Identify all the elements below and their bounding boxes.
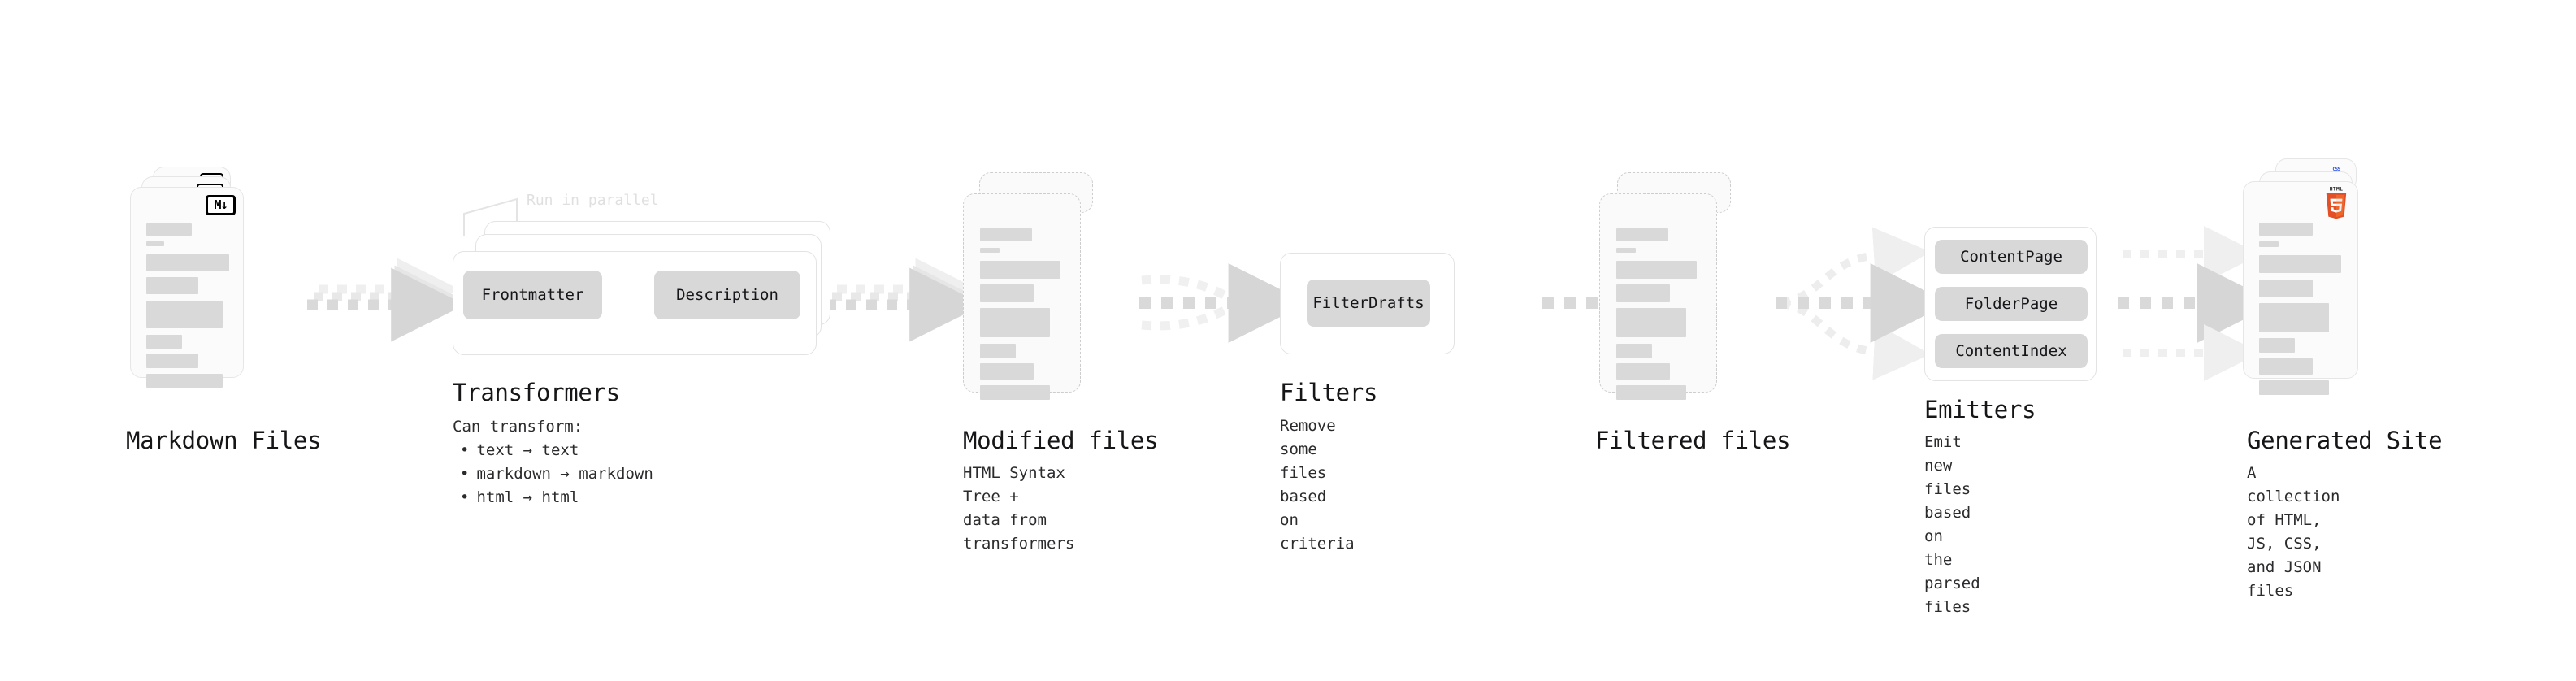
markdown-card-front: M↓ [130,187,244,388]
list-item: markdown → markdown [453,462,653,486]
document-placeholder-lines [131,188,243,388]
transformers-bullet-list: text → text markdown → markdown html → h… [453,439,653,510]
filters-desc: Remove some files based on criteria [1280,417,1355,553]
emitter-pill-contentpage[interactable]: ContentPage [1935,240,2088,274]
modified-card-front [963,193,1081,400]
document-placeholder-lines [964,194,1080,400]
stage-title-modified-files: Modified files [963,427,1159,454]
emitter-pill-folderpage[interactable]: FolderPage [1935,287,2088,321]
list-item: html → html [453,486,653,510]
transformer-pill-frontmatter[interactable]: Frontmatter [463,271,602,319]
markdown-badge-icon: M↓ [206,195,236,215]
stage-title-markdown-files: Markdown Files [126,427,322,454]
transformer-pill-description[interactable]: Description [654,271,800,319]
filter-pill-label: FilterDrafts [1312,294,1425,312]
modified-files-desc: HTML Syntax Tree + data from transformer… [963,464,1075,553]
stage-generated-site: CSS HTML [0,0,2443,681]
emitter-pill-label: ContentIndex [1955,342,2067,360]
transformer-pill-label: Description [676,286,778,304]
list-item: text → text [453,439,653,462]
emitter-pill-contentindex[interactable]: ContentIndex [1935,334,2088,368]
arrow-modified-to-filters [1139,263,1308,343]
stage-transformers: Run in parallel Frontmatter Description … [0,0,845,681]
stage-title-filters: Filters [1280,379,1378,406]
document-placeholder-lines [1600,194,1716,400]
html5-badge-icon: HTML [2326,187,2347,219]
filter-pill-filterdrafts[interactable]: FilterDrafts [1307,280,1430,327]
filters-box: FilterDrafts [1280,253,1455,354]
stage-filters: FilterDrafts Filters Remove some files b… [0,0,1455,681]
stage-title-generated-site: Generated Site [2247,427,2443,454]
emitters-desc: Emit new files based on the parsed files [1924,433,1980,616]
filtered-card-front [1599,193,1717,400]
generated-card-front: HTML [2243,181,2358,395]
emitter-pill-label: ContentPage [1960,248,2062,266]
stage-markdown-files: M↓ M↓ M↓ Markdown Files [0,0,325,681]
emitter-pill-label: FolderPage [1964,295,2058,313]
emitters-box: ContentPage FolderPage ContentIndex [1924,227,2097,381]
svg-text:HTML: HTML [2330,187,2343,193]
transformer-pill-label: Frontmatter [481,286,584,304]
stage-filtered-files: Filtered files [0,0,1791,681]
stage-emitters: ContentPage FolderPage ContentIndex Emit… [0,0,2097,681]
run-in-parallel-label: Run in parallel [527,192,659,209]
stage-modified-files: Modified files HTML Syntax Tree + data f… [0,0,1159,681]
stage-title-filtered-files: Filtered files [1595,427,1791,454]
transformers-desc: Can transform: [453,418,583,436]
stage-title-emitters: Emitters [1924,396,2036,423]
arrow-filtered-to-emitters [1776,227,1950,380]
transformer-frame-front: Frontmatter Description [453,251,817,355]
document-placeholder-lines [2244,182,2357,395]
stage-title-transformers: Transformers [453,379,620,406]
arrow-emitters-to-site [2118,226,2277,381]
generated-site-desc: A collection of HTML, JS, CSS, and JSON … [2247,464,2340,600]
